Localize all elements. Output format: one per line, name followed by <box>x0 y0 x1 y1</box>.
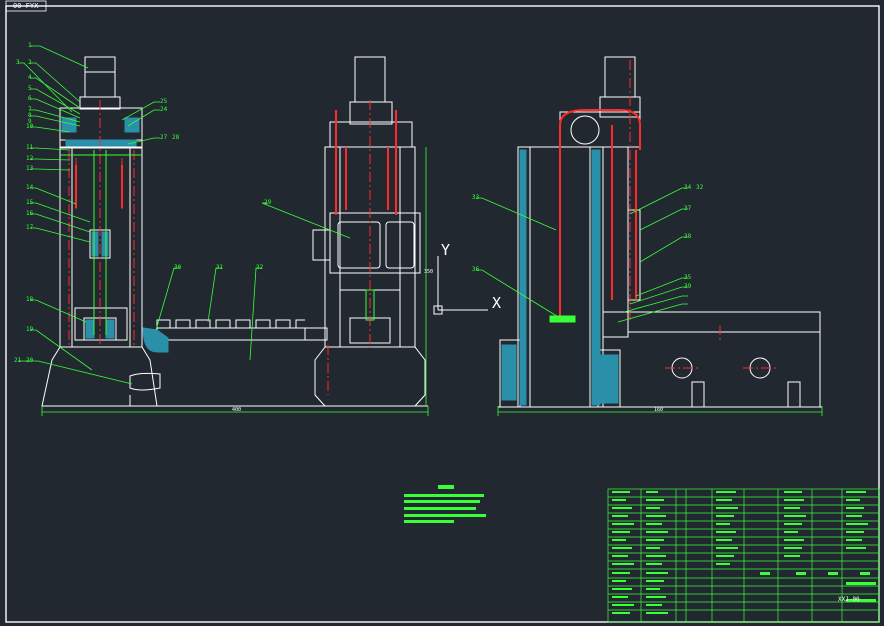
part-label: 24 <box>160 106 168 113</box>
part-label: 10 <box>26 123 34 130</box>
part-label: 21 <box>14 357 22 364</box>
part-label: 33 <box>472 194 480 201</box>
part-label: 35 <box>684 274 692 281</box>
base-left <box>41 346 158 407</box>
motor <box>84 56 116 98</box>
sheet-border <box>5 5 880 623</box>
front-view-chain <box>75 165 123 208</box>
part-label: 12 <box>26 155 34 162</box>
part-label: 37 <box>684 205 692 212</box>
right-view <box>498 56 822 408</box>
right-base <box>602 311 821 408</box>
part-label: 20 <box>26 357 34 364</box>
right-view-centerlines <box>629 60 777 369</box>
side-view <box>312 56 426 407</box>
leader-lines <box>18 45 688 385</box>
part-label: 7 <box>28 106 32 113</box>
part-label: 9 <box>28 118 32 125</box>
part-label: 36 <box>472 266 480 273</box>
part-label: 15 <box>26 199 34 206</box>
part-label: 11 <box>26 144 34 151</box>
part-label: 8 <box>28 112 32 119</box>
part-label: 3 <box>16 59 20 66</box>
part-label: 13 <box>26 165 34 172</box>
side-view-green <box>365 289 375 321</box>
part-label: 6 <box>28 95 32 102</box>
part-label: 5 <box>28 85 32 92</box>
part-label: 4 <box>28 74 32 81</box>
drawing-number: XXJ-00 <box>838 596 860 603</box>
part-label: 16 <box>26 210 34 217</box>
part-label: 17 <box>26 224 34 231</box>
front-view-green <box>60 150 142 335</box>
side-view-chain <box>335 110 397 215</box>
part-label: 31 <box>216 264 224 271</box>
side-view-centerlines <box>327 100 371 395</box>
drawing-tag: 00-FYX <box>13 2 39 10</box>
x-axis-label: X <box>492 294 502 312</box>
title-block-text-marks <box>612 491 876 614</box>
height-dimension: 350 <box>424 269 434 275</box>
part-label: 34 <box>684 184 692 191</box>
part-label: 27 <box>160 134 168 141</box>
right-view-sections <box>501 149 619 406</box>
rack <box>156 327 306 341</box>
part-label: 38 <box>684 233 692 240</box>
technical-notes <box>404 485 486 523</box>
part-label: 25 <box>160 98 168 105</box>
front-view-sections <box>61 117 169 391</box>
title-tag-box <box>5 0 47 12</box>
part-label: 30 <box>174 264 182 271</box>
right-view-width-dimension: 160 <box>654 407 664 413</box>
part-label: 28 <box>172 134 180 141</box>
title-block <box>607 488 880 623</box>
part-label: 32 <box>256 264 264 271</box>
ucs-icon <box>433 256 488 315</box>
y-axis-label: Y <box>441 241 451 259</box>
part-label: 1 <box>28 42 32 49</box>
part-label: 2 <box>28 59 32 66</box>
overall-width-dimension: 400 <box>232 407 242 413</box>
part-label: 39 <box>684 283 692 290</box>
part-label: 19 <box>26 326 34 333</box>
part-label: 32 <box>696 184 704 191</box>
part-label: 14 <box>26 184 34 191</box>
dimension-lines <box>41 147 823 416</box>
side-motor <box>354 56 386 103</box>
base-middle <box>314 346 426 407</box>
part-label: 18 <box>26 296 34 303</box>
part-label: 29 <box>264 199 272 206</box>
right-view-green <box>549 315 576 323</box>
right-view-chain <box>559 109 641 320</box>
